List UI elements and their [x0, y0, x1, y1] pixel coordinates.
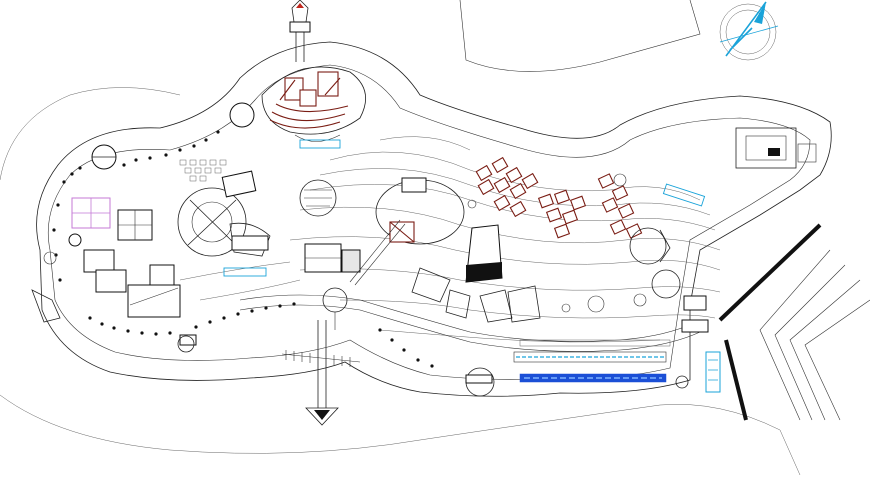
seating-strip-north	[299, 139, 341, 149]
pavilion-north	[229, 102, 255, 128]
pavilion-west	[177, 335, 195, 353]
north-arrow-icon	[719, 1, 779, 61]
pavilion-central	[467, 199, 477, 209]
east-zone	[561, 127, 817, 333]
main-road-edge	[239, 304, 701, 352]
north-pier	[289, 0, 311, 62]
red-cluster-east	[537, 173, 643, 239]
breakwater-east	[705, 223, 870, 421]
seating-strip-east	[662, 183, 706, 207]
amphitheatre-north	[261, 66, 367, 142]
south-corridor	[465, 339, 689, 397]
tree-row-south	[88, 302, 434, 368]
tree-row-north	[52, 130, 220, 282]
main-road	[239, 294, 701, 342]
circular-plaza	[177, 170, 271, 257]
outer-boundary	[36, 41, 832, 397]
south-pier	[281, 320, 361, 426]
coastline-west	[0, 87, 181, 181]
red-cluster-central	[475, 156, 539, 218]
contour-lines	[179, 136, 721, 343]
parcel-boundary-north	[459, 0, 701, 72]
west-zone	[31, 144, 197, 346]
pavilion-southwest	[43, 251, 57, 265]
pavilion-east	[613, 173, 627, 187]
parking-grid-west	[179, 159, 227, 182]
seating-strip-west	[223, 267, 267, 277]
coastline-southwest	[0, 394, 801, 476]
central-zone	[299, 177, 541, 330]
